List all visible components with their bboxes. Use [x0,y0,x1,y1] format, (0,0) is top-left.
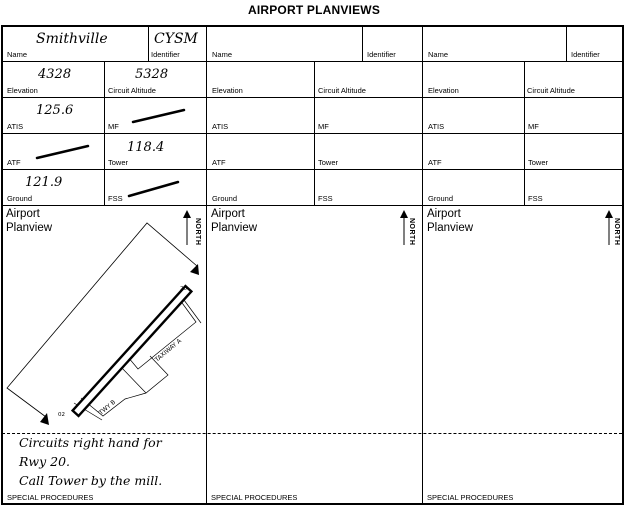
atis-label: ATIS [7,122,24,131]
tower-label: Tower [108,158,129,167]
airport-label: Airport [427,208,461,220]
runway [70,284,194,418]
atf-label: ATF [428,158,442,167]
circuit-altitude-label: Circuit Altitude [527,86,575,95]
circuit-altitude-label: Circuit Altitude [318,86,366,95]
planview-sheet [1,25,624,505]
atis-label: ATIS [212,122,229,131]
name-label: Name [7,50,28,59]
atf-strike-mark [35,144,90,160]
north-label: NORTH [613,218,620,246]
identifier-label: Identifier [571,50,600,59]
airport-label: Airport [211,208,245,220]
mf-label: MF [528,122,539,131]
cell-divider [148,26,149,61]
special-procedures-label: SPECIAL PROCEDURES [211,493,298,502]
circuit-arrow-icon [190,264,199,275]
planview-label: Planview [6,222,53,234]
taxiway-a [183,299,202,324]
mf-strike-mark [131,108,186,124]
procedures-divider [2,433,622,434]
circuit-arrow-icon [40,413,49,425]
procedure-line: Rwy 20. [19,454,71,469]
north-arrow-icon [400,210,408,245]
page-title: AIRPORT PLANVIEWS [247,3,381,17]
circuit-pattern [6,222,198,418]
tower-label: Tower [528,158,549,167]
atis-value: 125.6 [36,103,74,118]
ground-label: Ground [428,194,454,203]
north-arrow-icon [605,210,613,245]
fss-label: FSS [108,194,123,203]
name-label: Name [428,50,449,59]
runway-end-label: 20 [180,286,187,292]
special-procedures-label: SPECIAL PROCEDURES [7,493,94,502]
elevation-label: Elevation [7,86,38,95]
identifier-label: Identifier [151,50,180,59]
column-divider [422,26,423,504]
procedure-line: Circuits right hand for [19,435,162,450]
airport-label: Airport [6,208,40,220]
airport-planview-label: Airport Planview [6,207,52,235]
row-divider [2,169,622,170]
fss-label: FSS [318,194,333,203]
elevation-value: 4328 [38,67,72,82]
name-label: Name [212,50,233,59]
row-divider [2,133,622,134]
atf-label: ATF [7,158,21,167]
taxiway-label: TAXIWAY A [153,337,184,364]
elevation-label: Elevation [428,86,459,95]
row-divider [2,97,622,98]
north-label: NORTH [194,218,201,246]
north-label: NORTH [408,218,415,246]
planview-label: Planview [427,222,474,234]
mf-label: MF [108,122,119,131]
circuit-altitude-label: Circuit Altitude [108,86,156,95]
row-divider [2,61,622,62]
cell-divider [362,26,363,61]
ground-label: Ground [7,194,33,203]
column-divider [206,26,207,504]
taxiway-a [119,295,197,394]
name-value: Smithville [36,31,108,47]
tower-label: Tower [318,158,339,167]
ground-label: Ground [212,194,238,203]
north-arrow-icon [183,210,191,245]
cell-divider [566,26,567,61]
fss-strike-mark [127,180,180,198]
planview-label: Planview [211,222,258,234]
runway-end-label: 02 [58,412,65,418]
elevation-label: Elevation [212,86,243,95]
atf-label: ATF [212,158,226,167]
identifier-label: Identifier [367,50,396,59]
taxiway-b [80,355,169,417]
taxiway-label: TWY B [97,399,117,417]
ground-value: 121.9 [25,175,63,190]
circuit-altitude-value: 5328 [135,67,169,82]
tower-value: 118.4 [127,140,165,155]
special-procedures-label: SPECIAL PROCEDURES [427,493,514,502]
airport-planview-label: Airport Planview [427,207,473,235]
mf-label: MF [318,122,329,131]
row-divider [2,205,622,206]
identifier-value: CYSM [154,31,198,47]
fss-label: FSS [528,194,543,203]
atis-label: ATIS [428,122,445,131]
airport-planview-label: Airport Planview [211,207,257,235]
procedure-line: Call Tower by the mill. [19,473,163,488]
